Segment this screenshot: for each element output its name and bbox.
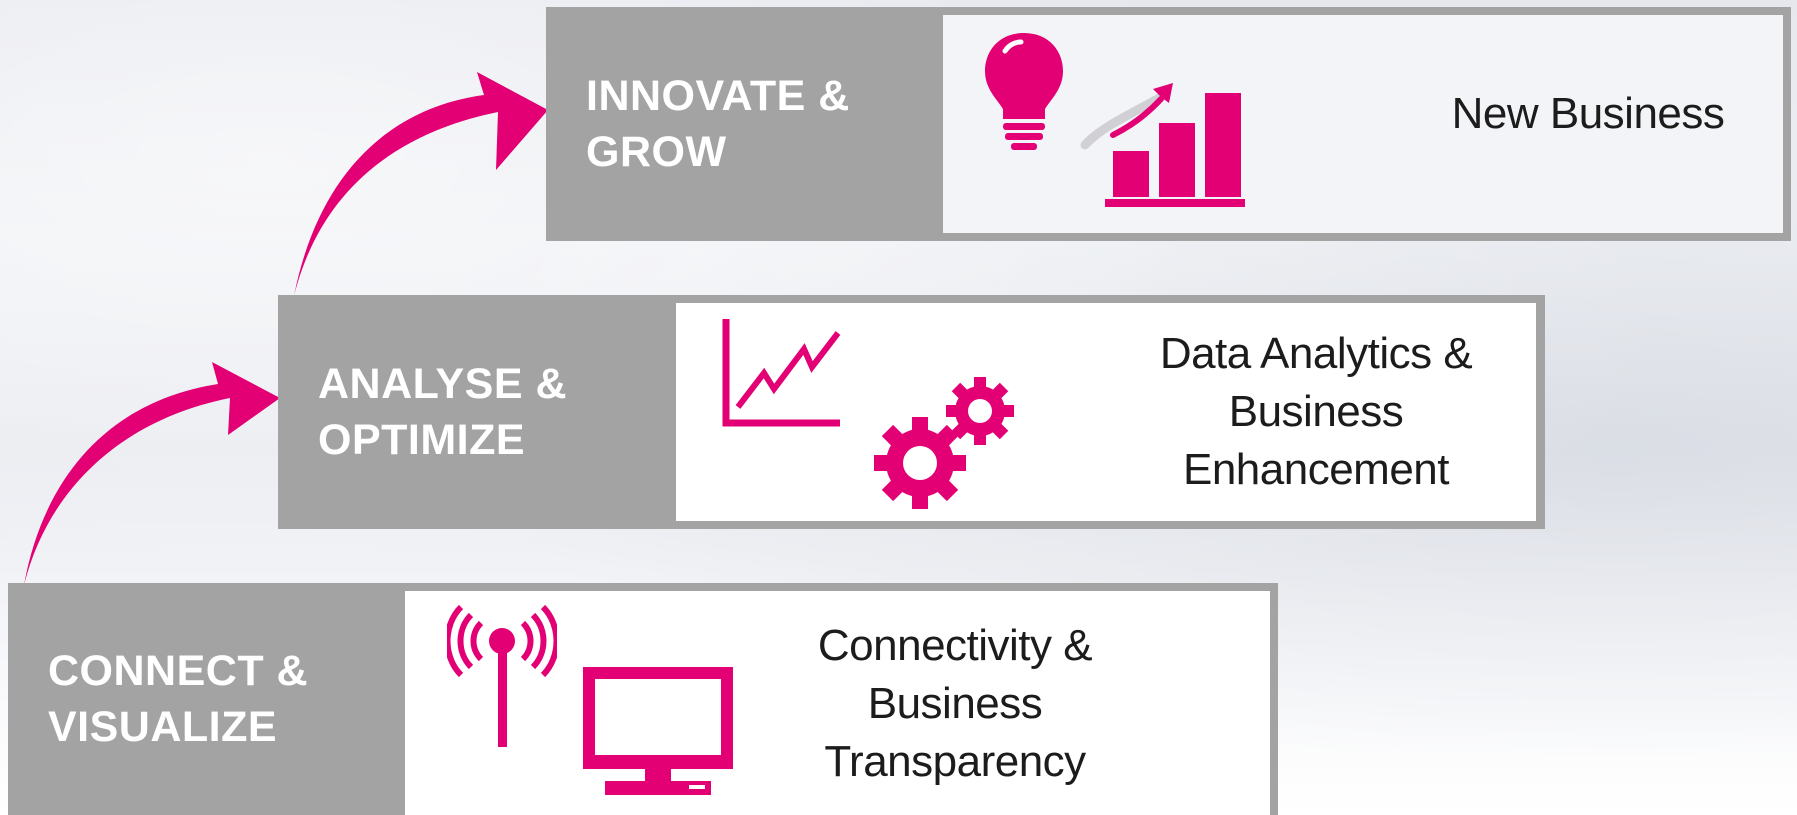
antenna-icon	[447, 604, 557, 747]
gears-icon	[874, 377, 1014, 509]
title-line: Business	[1228, 387, 1404, 436]
step-innovate-grow: INNOVATE & GROW New Business	[546, 7, 1791, 241]
step-panel-innovate: New Business	[943, 15, 1783, 233]
label-line: VISUALIZE	[48, 703, 278, 751]
step-analyse-optimize: ANALYSE & OPTIMIZE	[278, 295, 1545, 529]
title-line: Enhancement	[1182, 445, 1450, 494]
line-chart-icon	[722, 319, 841, 427]
step-label-analyse: ANALYSE & OPTIMIZE	[278, 295, 674, 529]
label-line: INNOVATE &	[586, 72, 850, 120]
step-connect-visualize: CONNECT & VISUALIZE Connectivity & Busin…	[8, 583, 1278, 815]
label-line: GROW	[586, 128, 727, 176]
title-line: Data Analytics &	[1159, 329, 1473, 378]
step-panel-analyse: Data Analytics & Business Enhancement	[676, 303, 1536, 521]
title-line: Connectivity &	[817, 621, 1093, 670]
title-line: Business	[867, 679, 1043, 728]
title-line: New Business	[1451, 89, 1725, 138]
label-line: CONNECT &	[48, 647, 309, 695]
lightbulb-icon	[985, 33, 1063, 150]
step-title-analyse: Data Analytics & Business Enhancement	[1146, 325, 1486, 499]
step-title-innovate: New Business	[1423, 85, 1753, 143]
step-label-connect: CONNECT & VISUALIZE	[8, 583, 404, 815]
arrow-analyse-to-innovate	[294, 72, 548, 296]
step-panel-connect: Connectivity & Business Transparency	[405, 591, 1270, 815]
label-line: ANALYSE &	[318, 360, 568, 408]
title-line: Transparency	[824, 737, 1086, 786]
step-label-innovate: INNOVATE & GROW	[546, 7, 942, 241]
monitor-icon	[583, 667, 733, 795]
step-title-connect: Connectivity & Business Transparency	[765, 617, 1145, 791]
label-line: OPTIMIZE	[318, 416, 526, 464]
arrow-connect-to-analyse	[24, 362, 280, 585]
growth-bar-chart-icon	[1080, 83, 1245, 207]
